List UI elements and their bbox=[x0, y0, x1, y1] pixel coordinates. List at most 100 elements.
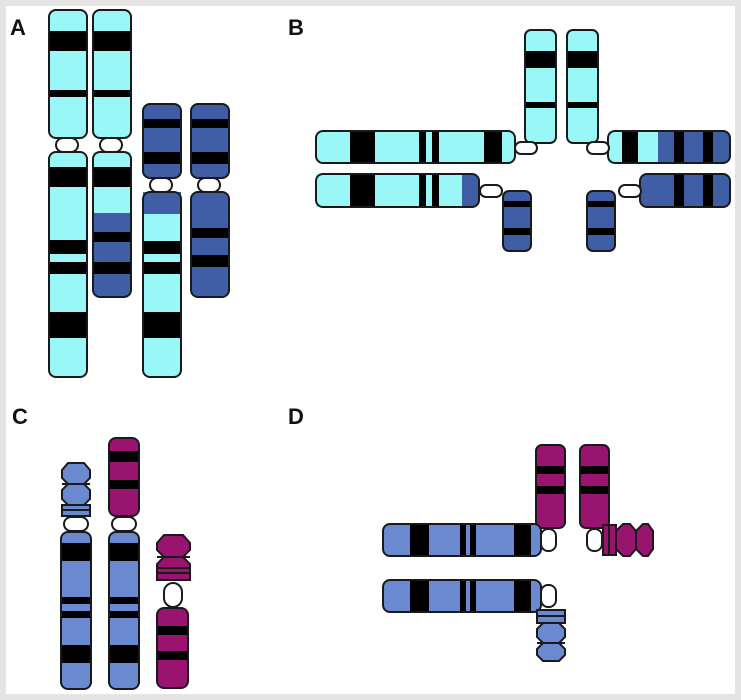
panel-b-cyan-horizontal-2 bbox=[315, 173, 480, 208]
panel-a-chromosome-1 bbox=[48, 9, 88, 378]
band bbox=[109, 645, 139, 663]
centromere bbox=[55, 137, 79, 153]
band bbox=[49, 262, 87, 274]
centromere bbox=[618, 184, 642, 198]
band bbox=[93, 31, 131, 51]
short-arm bbox=[49, 10, 87, 138]
arm bbox=[587, 191, 615, 251]
band bbox=[470, 580, 476, 612]
band bbox=[484, 131, 502, 163]
band bbox=[109, 480, 139, 489]
short-arm bbox=[143, 104, 181, 178]
band bbox=[580, 466, 609, 474]
band bbox=[432, 174, 439, 207]
band bbox=[587, 228, 615, 235]
centromere bbox=[479, 184, 503, 198]
centromere bbox=[514, 141, 538, 155]
band bbox=[93, 90, 131, 97]
arm-outline bbox=[190, 191, 230, 298]
centromere bbox=[540, 584, 557, 608]
long-arm bbox=[157, 608, 188, 688]
arm-outline bbox=[315, 173, 480, 208]
band bbox=[432, 131, 439, 163]
panel-c-chromosome-3 bbox=[156, 534, 191, 689]
band bbox=[61, 543, 91, 561]
centromere bbox=[149, 177, 173, 193]
arm-outline bbox=[156, 607, 189, 689]
centromere bbox=[540, 528, 557, 552]
panel-a-chromosome-2 bbox=[92, 9, 132, 298]
navy-segment bbox=[143, 192, 181, 214]
panel-c bbox=[60, 437, 191, 690]
centromere bbox=[111, 516, 137, 532]
band bbox=[350, 131, 375, 163]
panel-d-blue-vertical bbox=[536, 609, 566, 662]
band bbox=[419, 131, 426, 163]
arm-outline bbox=[48, 151, 88, 378]
band bbox=[525, 51, 556, 68]
arm bbox=[525, 30, 556, 143]
arm-outline bbox=[142, 191, 182, 378]
band bbox=[460, 580, 466, 612]
band bbox=[503, 228, 531, 235]
band bbox=[157, 626, 188, 635]
long-arm bbox=[191, 192, 229, 297]
centromere bbox=[197, 177, 221, 193]
band bbox=[350, 174, 375, 207]
band bbox=[61, 597, 91, 604]
band bbox=[674, 174, 684, 207]
band bbox=[514, 580, 531, 612]
band bbox=[503, 201, 531, 207]
band bbox=[143, 262, 181, 274]
arm-outline bbox=[108, 531, 140, 690]
band bbox=[61, 645, 91, 663]
band bbox=[109, 451, 139, 462]
panel-a bbox=[48, 9, 230, 378]
band bbox=[143, 152, 181, 164]
band bbox=[49, 167, 87, 187]
panel-label-a: A bbox=[10, 15, 26, 40]
band bbox=[191, 119, 229, 128]
arm-outline bbox=[535, 444, 566, 529]
centromere bbox=[586, 141, 610, 155]
short-arm bbox=[109, 438, 139, 516]
band bbox=[191, 152, 229, 164]
centromere bbox=[586, 528, 603, 552]
band bbox=[143, 312, 181, 338]
panel-d bbox=[382, 444, 654, 662]
band bbox=[410, 524, 429, 556]
band bbox=[410, 580, 429, 612]
arm-outline bbox=[586, 190, 616, 252]
panel-b-cyan-vertical-2 bbox=[566, 29, 599, 144]
panel-d-magenta-vertical-2 bbox=[579, 444, 610, 529]
short-arm bbox=[93, 10, 131, 138]
arm bbox=[640, 174, 730, 207]
band bbox=[460, 524, 466, 556]
band bbox=[703, 131, 713, 163]
band bbox=[536, 486, 565, 494]
band bbox=[567, 102, 598, 108]
panel-b-navy-vertical-2 bbox=[586, 190, 616, 252]
band bbox=[143, 241, 181, 254]
band bbox=[567, 51, 598, 68]
band bbox=[49, 312, 87, 338]
arm-outline bbox=[566, 29, 599, 144]
band bbox=[49, 240, 87, 254]
band bbox=[109, 597, 139, 604]
band bbox=[536, 466, 565, 474]
band bbox=[109, 611, 139, 618]
panel-a-chromosome-4 bbox=[190, 103, 230, 298]
band bbox=[419, 174, 426, 207]
band bbox=[93, 262, 131, 274]
band bbox=[587, 201, 615, 207]
panel-b-navy-horizontal bbox=[639, 173, 731, 208]
panel-a-chromosome-3 bbox=[142, 103, 182, 378]
band bbox=[93, 232, 131, 242]
band bbox=[191, 228, 229, 238]
panel-c-chromosome-2 bbox=[108, 437, 140, 690]
band bbox=[514, 524, 531, 556]
centromere bbox=[63, 516, 89, 532]
band bbox=[93, 167, 131, 187]
panel-b-cyan-horizontal-1 bbox=[315, 130, 516, 164]
